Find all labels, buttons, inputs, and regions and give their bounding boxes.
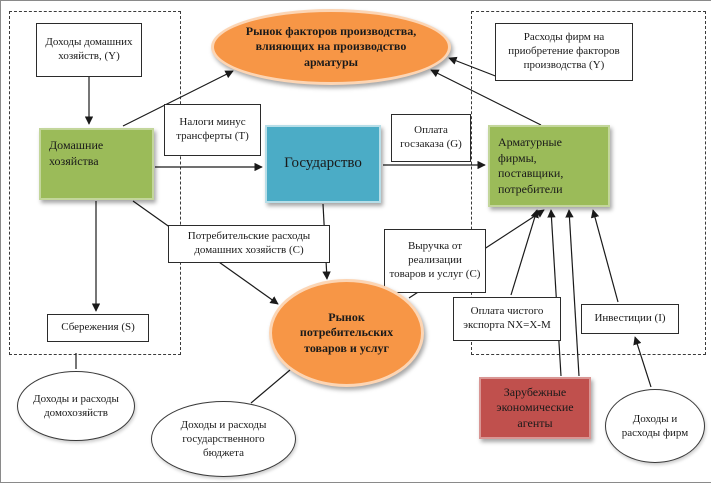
ellipse-firm-budget-label: Доходы и расходы фирм	[621, 412, 689, 439]
box-savings-label: Сбережения (S)	[61, 321, 135, 334]
box-firm-expenses: Расходы фирм на приобретение факторов пр…	[495, 23, 633, 81]
ellipse-firm-budget: Доходы и расходы фирм	[605, 389, 705, 463]
node-households-label: Домашние хозяйства	[49, 138, 104, 168]
box-firm-expenses-label: Расходы фирм на приобретение факторов пр…	[508, 31, 620, 71]
ellipse-factor-market: Рынок факторов производства, влияющих на…	[211, 9, 451, 85]
box-revenue: Выручка от реализации товаров и услуг (С…	[384, 229, 486, 293]
node-firms: Арматурные фирмы, поставщики, потребител…	[488, 125, 610, 207]
line-gov-budget-to-consumer-market	[250, 369, 291, 404]
ellipse-hh-budget: Доходы и расходы домохозяйств	[17, 371, 135, 441]
arrow-firms-to-factor-market	[430, 69, 542, 126]
ellipse-gov-budget-label: Доходы и расходы государственного бюджет…	[180, 418, 267, 460]
box-gov-order: Оплата госзаказа (G)	[391, 114, 471, 162]
arrow-foreign-to-firms-1	[547, 209, 562, 377]
ellipse-consumer-market-label: Рынок потребительских товаров и услуг	[299, 309, 394, 355]
dashed-boundary-firms-sector	[471, 11, 706, 355]
box-consumer-spending-label: Потребительские расходы домашних хозяйст…	[187, 230, 311, 256]
ellipse-consumer-market: Рынок потребительских товаров и услуг	[269, 279, 424, 387]
node-state: Государство	[265, 125, 381, 203]
box-investments-label: Инвестиции (I)	[594, 312, 666, 325]
arrow-firm-budget-to-investments	[633, 336, 652, 388]
arrow-expenses-to-factor-market	[448, 56, 499, 78]
arrow-investments-to-firms	[590, 209, 619, 303]
box-consumer-spending: Потребительские расходы домашних хозяйст…	[168, 225, 330, 263]
arrow-households-to-factor-market	[122, 70, 234, 127]
box-savings: Сбережения (S)	[47, 314, 149, 342]
box-household-income-label: Доходы домашних хозяйств, (Y)	[45, 36, 133, 62]
box-revenue-label: Выручка от реализации товаров и услуг (С…	[389, 240, 481, 280]
node-foreign-agents: Зарубежные экономические агенты	[479, 377, 591, 439]
dashed-boundary-households-sector	[9, 11, 181, 355]
ellipse-hh-budget-label: Доходы и расходы домохозяйств	[33, 392, 119, 419]
box-net-export: Оплата чистого экспорта NX=X-M	[453, 297, 561, 341]
box-taxes-label: Налоги минус трансферты (Т)	[176, 116, 249, 142]
box-gov-order-label: Оплата госзаказа (G)	[400, 124, 462, 150]
node-firms-label: Арматурные фирмы, поставщики, потребител…	[498, 135, 564, 196]
node-households: Домашние хозяйства	[39, 128, 154, 200]
node-state-label: Государство	[284, 155, 362, 172]
arrow-foreign-to-firms-2	[565, 209, 580, 377]
box-taxes: Налоги минус трансферты (Т)	[164, 104, 261, 156]
node-foreign-agents-label: Зарубежные экономические агенты	[496, 384, 574, 430]
ellipse-gov-budget: Доходы и расходы государственного бюджет…	[151, 401, 296, 477]
arrow-net-export-to-firms	[510, 209, 539, 296]
box-household-income: Доходы домашних хозяйств, (Y)	[36, 23, 142, 77]
box-net-export-label: Оплата чистого экспорта NX=X-M	[463, 305, 551, 331]
box-investments: Инвестиции (I)	[581, 304, 679, 334]
ellipse-factor-market-label: Рынок факторов производства, влияющих на…	[245, 23, 417, 69]
